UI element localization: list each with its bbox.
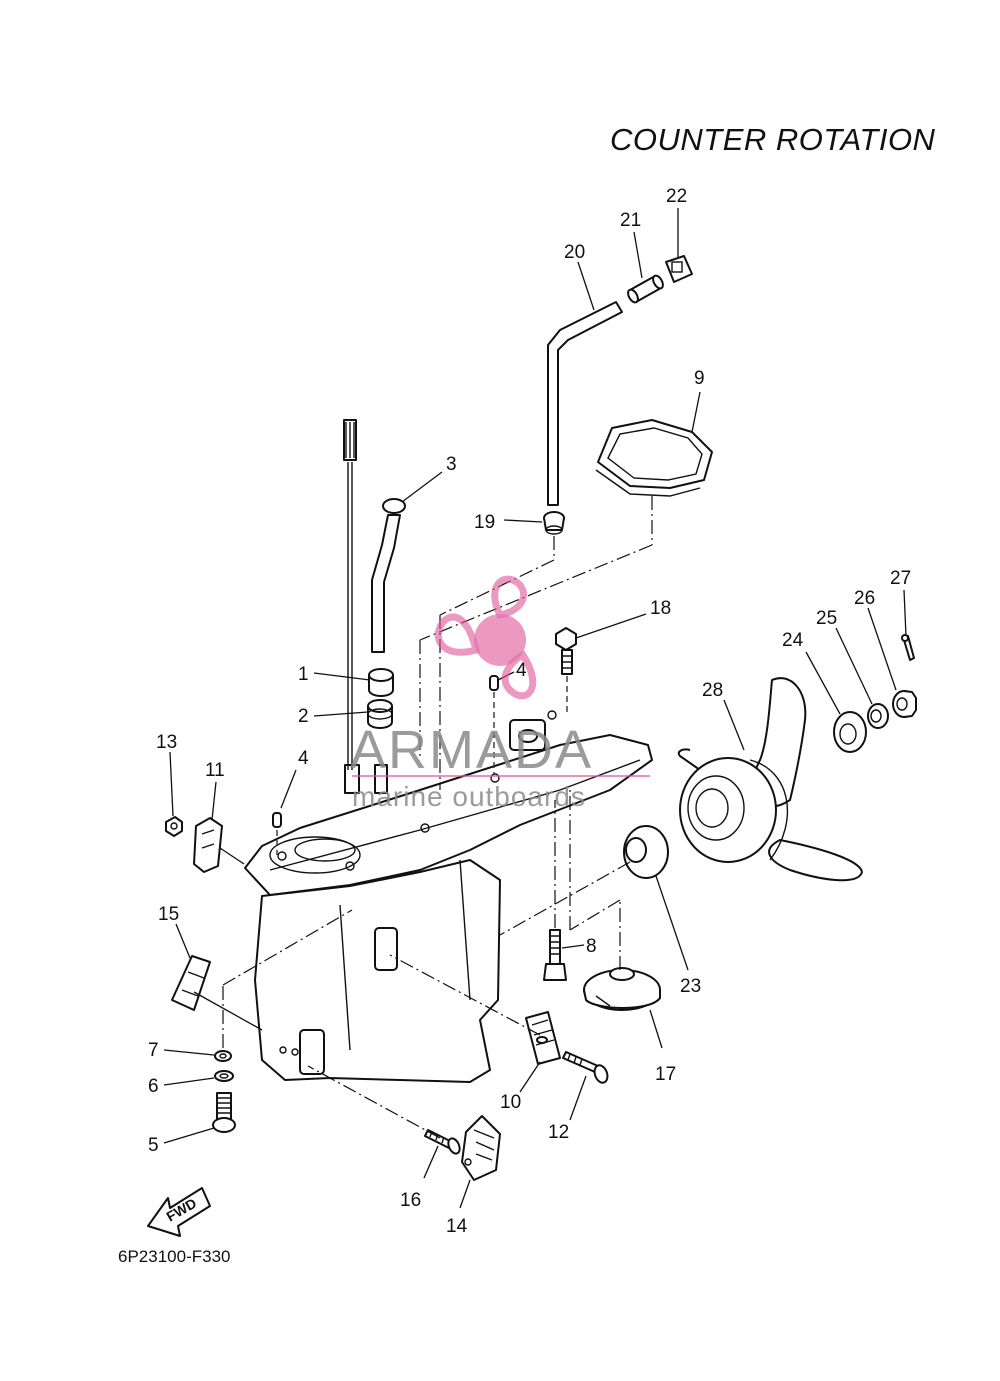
- callout-12: 12: [548, 1122, 569, 1143]
- part-27-cotter-pin[interactable]: [901, 634, 915, 661]
- callout-23: 23: [680, 976, 701, 997]
- callout-4b: 4: [516, 660, 527, 681]
- part-1-bushing[interactable]: [368, 668, 394, 697]
- part-16-bolt[interactable]: [424, 1129, 462, 1155]
- callout-16: 16: [400, 1190, 421, 1211]
- drive-shaft[interactable]: [343, 419, 357, 770]
- callout-6: 6: [148, 1076, 159, 1097]
- part-25-washer[interactable]: [867, 703, 889, 729]
- callout-2: 2: [298, 706, 309, 727]
- callout-27: 27: [890, 568, 911, 589]
- callout-13: 13: [156, 732, 177, 753]
- part-15-trim-tab[interactable]: [171, 955, 211, 1011]
- callout-8: 8: [586, 936, 597, 957]
- callout-22: 22: [666, 186, 687, 207]
- callout-7: 7: [148, 1040, 159, 1061]
- callout-24: 24: [782, 630, 804, 651]
- part-7-washer[interactable]: [214, 1050, 232, 1062]
- callout-21: 21: [620, 210, 641, 231]
- propeller-logo-icon: [434, 575, 537, 700]
- callout-17: 17: [655, 1064, 676, 1085]
- part-10-grommet[interactable]: [525, 1011, 561, 1065]
- part-9-gasket[interactable]: [595, 419, 713, 497]
- callout-26: 26: [854, 588, 875, 609]
- callout-19: 19: [474, 512, 495, 533]
- fwd-arrow-icon: FWD: [147, 1187, 211, 1237]
- part-11-bracket[interactable]: [193, 817, 223, 873]
- part-28-propeller[interactable]: [677, 677, 863, 882]
- callout-3: 3: [446, 454, 457, 475]
- part-26-castle-nut[interactable]: [892, 690, 917, 718]
- part-13-nut[interactable]: [165, 816, 183, 837]
- callout-18: 18: [650, 598, 671, 619]
- callout-25: 25: [816, 608, 837, 629]
- part-4-dowel-right[interactable]: [489, 675, 499, 691]
- watermark-brand: ARMADA: [350, 720, 593, 780]
- callout-28: 28: [702, 680, 723, 701]
- part-3-water-tube[interactable]: [371, 498, 406, 653]
- watermark-tagline: marine outboards: [352, 781, 586, 812]
- part-5-bolt[interactable]: [212, 1092, 236, 1133]
- callout-5: 5: [148, 1135, 159, 1156]
- part-4-dowel-left[interactable]: [272, 812, 282, 828]
- callout-15: 15: [158, 904, 179, 925]
- part-22-clip[interactable]: [665, 255, 693, 283]
- callout-10: 10: [500, 1092, 521, 1113]
- part-12-bolt[interactable]: [562, 1051, 610, 1085]
- part-6-lock-washer[interactable]: [214, 1070, 234, 1082]
- part-14-anode[interactable]: [461, 1115, 501, 1181]
- part-23-thrust-hub[interactable]: [623, 825, 669, 879]
- diagram-title: COUNTER ROTATION: [610, 122, 936, 157]
- part-24-spacer[interactable]: [833, 711, 867, 753]
- part-17-anode-cover[interactable]: [583, 967, 661, 1011]
- part-18-bolt[interactable]: [555, 627, 577, 675]
- callout-14: 14: [446, 1216, 468, 1237]
- callout-1: 1: [298, 664, 309, 685]
- callout-11: 11: [205, 760, 225, 781]
- part-19-grommet[interactable]: [543, 511, 565, 535]
- callout-4a: 4: [298, 748, 309, 769]
- armada-watermark: ARMADA marine outboards: [350, 575, 650, 812]
- part-8-long-bolt[interactable]: [543, 929, 567, 981]
- part-21-collar[interactable]: [626, 274, 665, 304]
- callout-20: 20: [564, 242, 585, 263]
- callout-9: 9: [694, 368, 705, 389]
- lower-casing[interactable]: [244, 710, 653, 1083]
- part-2-seal[interactable]: [367, 699, 393, 729]
- drawing-code: 6P23100-F330: [118, 1247, 230, 1266]
- part-20-shift-rod[interactable]: [547, 301, 623, 506]
